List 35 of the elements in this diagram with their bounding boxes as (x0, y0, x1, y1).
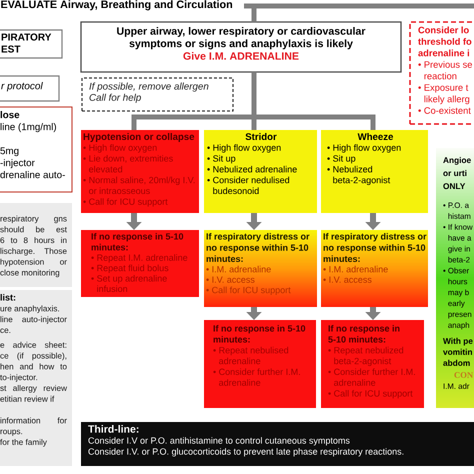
node-label: • I.V. access (323, 276, 372, 283)
node-label: • I.M. adrenaline (323, 266, 388, 272)
checklist-panel: list: ure anaphylaxis. line auto-injector ce. e advice sheet: ce (if possible), hen and how to to-injector. st allergy review etitian review if information for roups. for the family (0, 290, 72, 466)
node-label: Angioe or urti ONLY (443, 157, 471, 190)
node-label: no response within 5-10 minutes: (206, 244, 308, 262)
instruction-box: If possible, remove allergen Call for help (82, 78, 234, 112)
treatment-box: Wheeze • High flow oxygen • Sit up • Nebulized beta-2-agonist (321, 130, 428, 213)
node-label: • I.V. access (206, 276, 255, 283)
node-label: CON (454, 372, 474, 378)
dose-box: lose line (1mg/ml) 5mg -injector drenaline auto- (0, 106, 72, 192)
escalation-box: If respiratory distress or no response within 5-10 minutes: • I.M. adrenaline • I.V. access (321, 230, 428, 307)
escalation-box: If no response in 5-10 minutes: • Repeat nebulised adrenaline • Consider further I.M. adrenaline (204, 320, 316, 408)
section-heading: EVALUATE Airway, Breathing and Circulation (1, 0, 232, 10)
criteria-box: Upper airway, lower respiratory or cardiovascular symptoms or signs and anaphylaxis is likely Give I.M. ADRENALINE (80, 21, 402, 73)
treatment-box: Hypotension or collapse • High flow oxygen • Lie down, extremities elevated • Normal saline, 20ml/kg I.V. or intraosseous • Call for ICU support (81, 130, 199, 213)
title-box: PIRATORY EST (0, 29, 63, 59)
connector-line (132, 114, 252, 130)
node-label: With pe vomitin abdom (443, 338, 473, 366)
node-label: no response within 5-10 minutes: (324, 244, 426, 262)
note-box: r protocol (0, 75, 60, 102)
connector-line (244, 4, 254, 8)
connector-line (254, 4, 474, 8)
escalation-box: If no response in 5-10 minutes: • Repeat nebulized beta-2-agonist • Consider further I.M. adrenaline • Call for ICU support (321, 320, 424, 408)
connector-line (256, 114, 376, 130)
node-label: • Call for ICU support (206, 286, 291, 295)
node-label: • I.M. adrenaline (206, 266, 271, 272)
note-banner: Third-line: Consider I.V or P.O. antihistamine to control cutaneous symptoms Consider I.V. or P.O. glucocorticoids to prevent late phase respiratory reactions. (81, 422, 474, 466)
connector-line (252, 72, 256, 117)
treatment-box: Stridor • High flow oxygen • Sit up • Nebulized adrenaline • Consider nedulised budesonoid (204, 130, 317, 213)
warning-box: Consider lo threshold fo adrenaline i • Previous se reaction • Exposure t likely allerg • Co-existent (409, 21, 474, 125)
escalation-box: If no response in 5-10 minutes: • Repeat I.M. adrenaline • Repeat fluid bolus • Set up adrenaline infusion (81, 230, 199, 297)
escalation-box: If respiratory distress or no response within 5-10 minutes: • I.M. adrenaline • I.V. access • Call for ICU support (204, 230, 317, 307)
connector-line (252, 117, 256, 130)
info-panel: respiratory gns should be est 6 to 8 hours in lischarge. Those hypotension or close monitoring (0, 203, 72, 287)
connector-line (252, 8, 256, 22)
